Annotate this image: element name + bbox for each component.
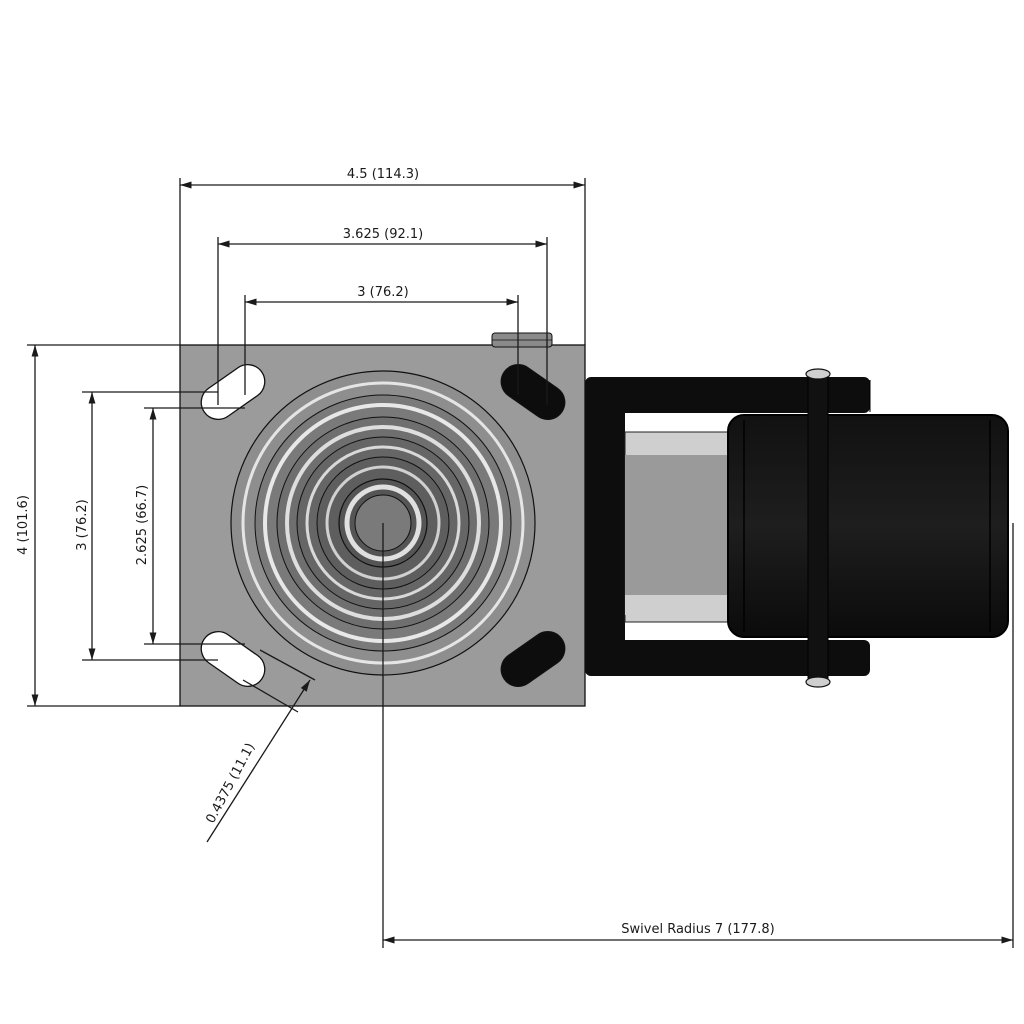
inner-bolt-spacing-y-label: 2.625 (66.7) (135, 485, 150, 565)
axle-nut-top (805, 368, 831, 380)
outer-bolt-spacing-y-label: 3 (76.2) (75, 499, 90, 551)
bolt-slot-bottom-left (200, 631, 266, 687)
plate-height-label: 4 (101.6) (16, 495, 31, 555)
fork-body (585, 395, 625, 660)
fork-leg-top (585, 377, 870, 413)
outer-bolt-spacing-x-label: 3.625 (92.1) (343, 227, 423, 242)
bolt-hole-diameter-label: 0.4375 (11.1) (203, 741, 258, 826)
plate-width-label: 4.5 (114.3) (347, 167, 419, 182)
dimension-lines (27, 178, 1014, 948)
bolt-slot-top-right (500, 364, 566, 420)
wheel (727, 414, 1009, 638)
fork-assembly (585, 368, 1009, 688)
bolt-slot-bottom-right (500, 631, 566, 687)
inner-bolt-spacing-x-label: 3 (76.2) (357, 285, 409, 300)
axle-nut-bottom (805, 676, 831, 688)
axle (807, 371, 829, 685)
swivel-radius-label: Swivel Radius 7 (177.8) (621, 922, 774, 937)
bolt-slot-top-left (200, 364, 266, 420)
fork-leg-bottom (585, 640, 870, 676)
